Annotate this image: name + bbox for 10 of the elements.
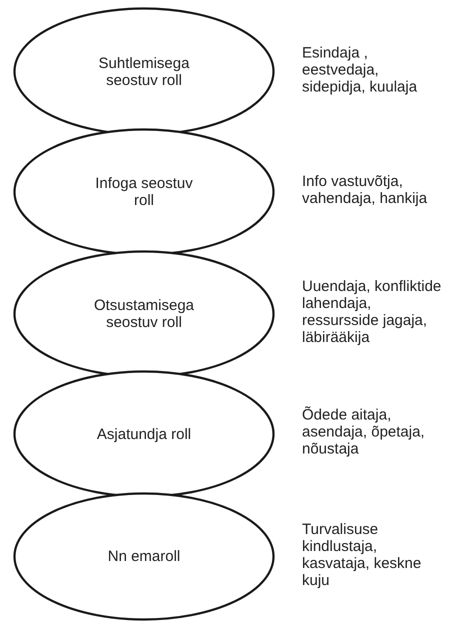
- role-name: Asjatundja roll: [96, 426, 192, 442]
- role-name: Nn emaroll: [106, 548, 182, 565]
- role-name: Infoga seostuv roll: [94, 175, 194, 209]
- role-description: Õdede aitaja, asendaja, õpetaja, nõustaja: [302, 406, 426, 458]
- role-description: Uuendaja, konfliktide lahendaja, ressursside jagaja, läbirääkija: [302, 278, 442, 346]
- role-description: Esindaja , eestvedaja, sidepidja, kuulaja: [302, 44, 418, 95]
- role-name: Otsustamisega seostuv roll: [92, 297, 196, 331]
- role-description: Turvalisuse kindlustaja, kasvataja, keskne kuju: [302, 520, 422, 588]
- role-description: Info vastuvõtja, vahendaja, hankija: [302, 173, 428, 207]
- role-name: Suhtlemisega seostuv roll: [98, 54, 190, 88]
